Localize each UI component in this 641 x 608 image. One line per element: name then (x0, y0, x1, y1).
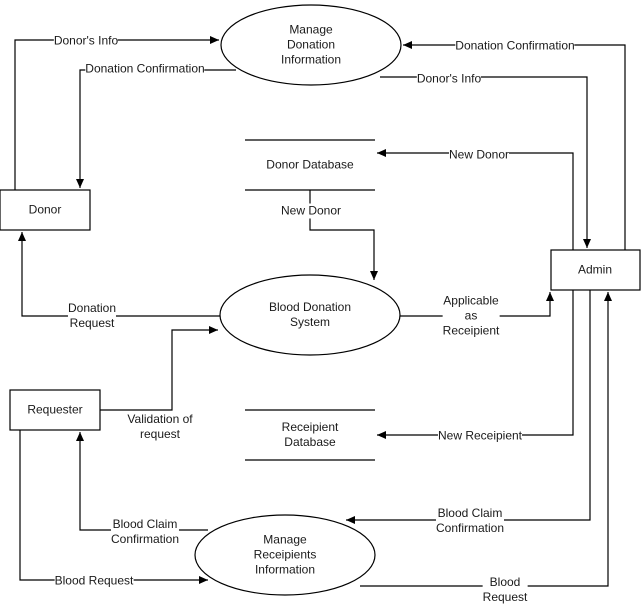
flow-blood-request-1 (19, 430, 208, 584)
flow-label-blood-claim-conf-2: Blood Claim Confirmation (435, 506, 505, 536)
flow-validation-request (100, 326, 218, 411)
flow-blood-claim-conf-1 (76, 432, 208, 531)
flow-label-new-recipient: New Receipient (437, 428, 523, 444)
entity-requester[interactable] (9, 389, 101, 431)
flow-donor-info-2 (380, 76, 591, 248)
store-donor-db-label: Donor Database (266, 157, 354, 172)
flow-label-new-donor-1: New Donor (448, 147, 510, 163)
flow-label-validation-request: Validation of request (127, 412, 193, 442)
flow-blood-request-2 (360, 292, 612, 587)
flow-donor-info-1 (14, 36, 219, 190)
process-manage-donation[interactable] (220, 4, 402, 86)
flow-donation-confirmation-1 (76, 69, 236, 188)
store-recipient-db-label: Receipient Database (281, 420, 339, 449)
entity-requester-label: Requester (27, 402, 83, 417)
process-manage-donation-label: Manage Donation Information (280, 22, 342, 67)
entity-admin[interactable] (550, 249, 641, 291)
entity-donor[interactable] (0, 189, 91, 231)
process-manage-recipients[interactable] (194, 514, 376, 596)
flow-label-applicable-recipient: Applicable as Receipient (442, 293, 500, 339)
process-manage-recipients-label: Manage Receipients Information (253, 532, 317, 577)
flow-label-donation-request: Donation Request (67, 301, 117, 331)
flow-label-donor-info-2: Donor's Info (416, 71, 482, 87)
process-blood-donation-label: Blood Donation System (268, 300, 352, 329)
flow-blood-claim-conf-2 (346, 290, 591, 524)
store-recipient-db-lines (245, 409, 375, 461)
flow-donation-request (18, 232, 220, 317)
flow-label-donation-confirmation-2: Donation Confirmation (455, 38, 575, 54)
flow-label-blood-request-1: Blood Request (54, 573, 134, 589)
flow-label-donor-info-1: Donor's Info (53, 33, 119, 49)
entity-admin-label: Admin (577, 262, 613, 277)
process-blood-donation[interactable] (219, 274, 401, 356)
entity-donor-label: Donor (28, 202, 62, 217)
flow-label-blood-claim-conf-1: Blood Claim Confirmation (110, 517, 180, 547)
flow-label-blood-request-2: Blood Request (482, 575, 528, 605)
flow-label-new-donor-2: New Donor (280, 203, 342, 219)
flow-new-donor-1 (377, 149, 574, 250)
flow-label-donation-confirmation-1: Donation Confirmation (85, 61, 205, 77)
